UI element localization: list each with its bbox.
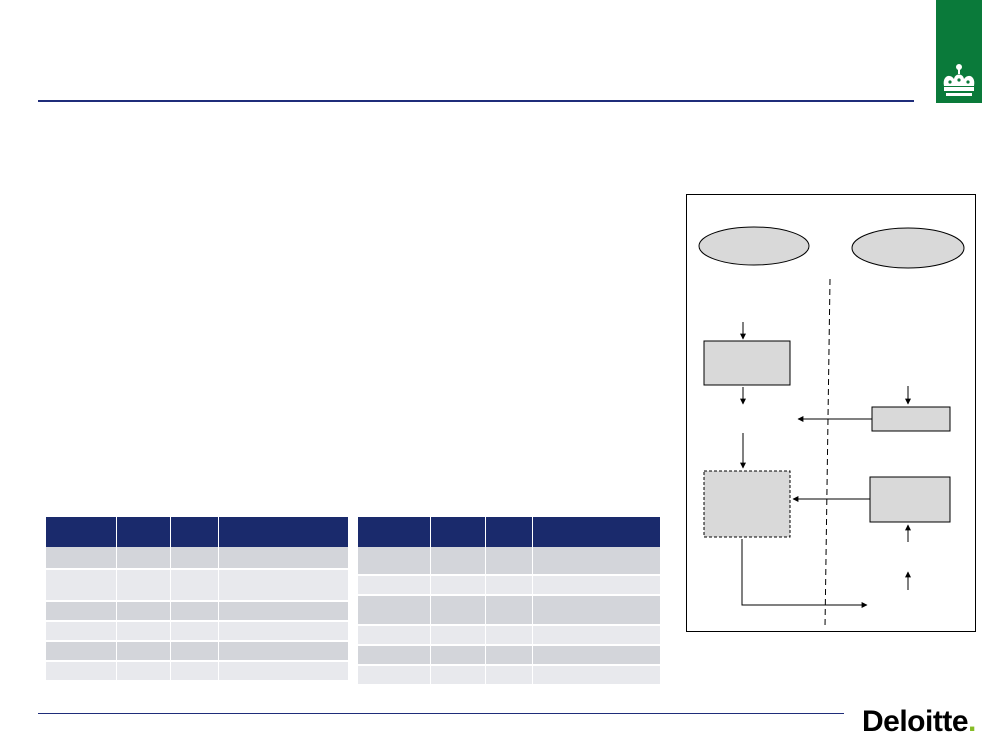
table-cell	[358, 645, 431, 666]
footer-rule	[38, 713, 844, 714]
table-cell	[532, 575, 660, 596]
table-cell	[532, 625, 660, 646]
diagram-box-right-top	[871, 406, 951, 432]
table-row	[46, 641, 348, 662]
table-row	[46, 569, 348, 602]
table-cell	[116, 641, 171, 662]
table-cell	[485, 547, 533, 576]
title-underline	[38, 100, 914, 102]
diagram-box-left-dashed	[703, 470, 791, 538]
diagram-box-right-lower	[869, 476, 951, 523]
data-table-right	[358, 517, 660, 686]
table-cell	[532, 645, 660, 666]
data-table-left	[46, 517, 348, 682]
crown-icon	[943, 64, 975, 96]
table-header-row	[46, 517, 348, 547]
table-cell	[170, 621, 219, 642]
diagram-divider	[824, 278, 831, 628]
table-header-cell	[485, 517, 533, 547]
table-header-cell	[218, 517, 348, 547]
table-row	[358, 625, 660, 646]
table-cell	[46, 641, 117, 662]
table-header-cell	[430, 517, 486, 547]
table-cell	[218, 621, 348, 642]
table-cell	[430, 575, 486, 596]
table-cell	[485, 645, 533, 666]
table-cell	[46, 569, 117, 602]
table-cell	[46, 661, 117, 682]
table-cell	[532, 665, 660, 686]
table-header-cell	[46, 517, 117, 547]
table-cell	[358, 665, 431, 686]
table-row	[46, 547, 348, 570]
table-cell	[170, 661, 219, 682]
table-cell	[218, 661, 348, 682]
logo-text: Deloitte	[862, 705, 969, 738]
table-cell	[170, 569, 219, 602]
table-cell	[218, 641, 348, 662]
table-cell	[430, 645, 486, 666]
table-row	[358, 547, 660, 576]
table-row	[46, 661, 348, 682]
table-cell	[170, 641, 219, 662]
table-header-cell	[358, 517, 431, 547]
table-cell	[46, 621, 117, 642]
table-cell	[358, 547, 431, 576]
table-row	[46, 601, 348, 622]
table-cell	[46, 601, 117, 622]
table-cell	[485, 595, 533, 626]
table-cell	[358, 595, 431, 626]
table-cell	[116, 661, 171, 682]
table-row	[358, 575, 660, 596]
flow-diagram-canvas	[698, 226, 965, 628]
flow-diagram	[686, 194, 976, 632]
table-cell	[430, 595, 486, 626]
table-cell	[430, 625, 486, 646]
table-cell	[532, 595, 660, 626]
table-cell	[116, 547, 171, 570]
table-header-cell	[170, 517, 219, 547]
table-row	[46, 621, 348, 642]
diagram-ellipse-right	[851, 227, 965, 269]
table-cell	[485, 575, 533, 596]
table-cell	[430, 665, 486, 686]
table-row	[358, 595, 660, 626]
diagram-ellipse-left	[698, 226, 810, 266]
table-cell	[46, 547, 117, 570]
diagram-box-left-top	[703, 340, 791, 386]
table-cell	[218, 601, 348, 622]
table-header-row	[358, 517, 660, 547]
table-cell	[116, 569, 171, 602]
deloitte-logo: Deloitte.	[862, 705, 976, 739]
table-cell	[218, 547, 348, 570]
table-cell	[430, 547, 486, 576]
table-cell	[170, 601, 219, 622]
table-cell	[358, 575, 431, 596]
crest-banner	[936, 0, 982, 103]
table-cell	[358, 625, 431, 646]
table-cell	[485, 665, 533, 686]
table-header-cell	[532, 517, 660, 547]
table-cell	[218, 569, 348, 602]
table-row	[358, 645, 660, 666]
table-cell	[532, 547, 660, 576]
table-cell	[485, 625, 533, 646]
table-cell	[170, 547, 219, 570]
diagram-connector	[741, 539, 868, 608]
logo-dot: .	[968, 705, 976, 738]
table-header-cell	[116, 517, 171, 547]
table-row	[358, 665, 660, 686]
table-cell	[116, 601, 171, 622]
table-cell	[116, 621, 171, 642]
